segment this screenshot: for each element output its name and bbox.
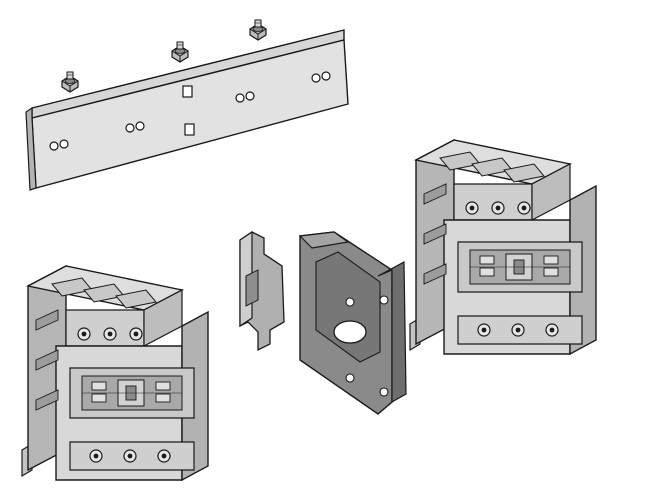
mounting-screw [61, 71, 79, 93]
mounting-screw [249, 19, 267, 41]
mechanical-interlock-block [298, 231, 407, 415]
contactor-right [409, 139, 597, 355]
mounting-plate [25, 29, 349, 191]
interlock-clip [239, 230, 285, 352]
mounting-screw [171, 41, 189, 63]
contactor-left [21, 265, 209, 481]
